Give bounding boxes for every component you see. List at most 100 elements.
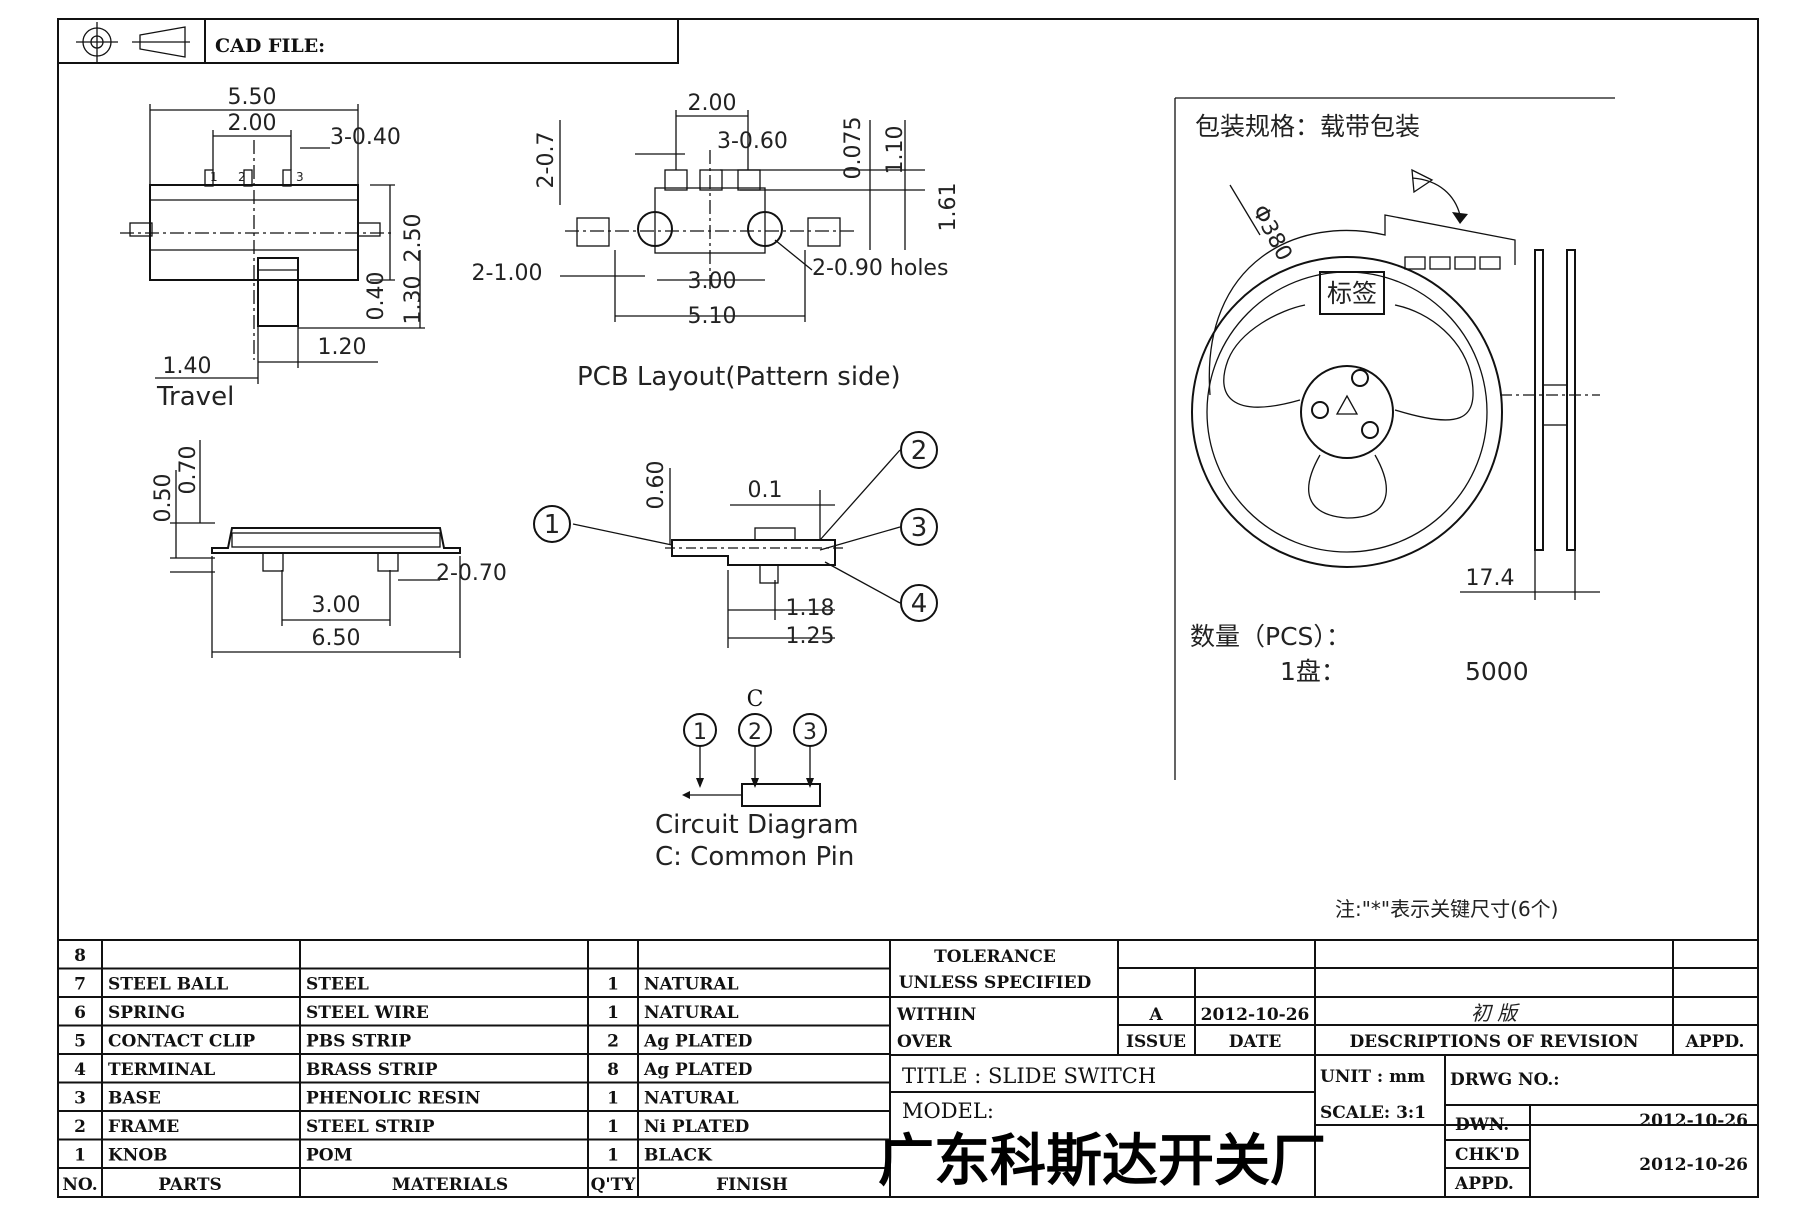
model-label: MODEL:	[902, 1099, 994, 1123]
dim-5-50: 5.50	[228, 85, 277, 110]
section-dim-0-1: 0.1	[748, 478, 783, 503]
packaging-title: 包装规格：载带包装	[1195, 112, 1420, 141]
bom-cell-material: PBS STRIP	[306, 1032, 411, 1052]
revision-issue: A	[1148, 1005, 1163, 1025]
date-label: DATE	[1229, 1032, 1282, 1052]
pcb-dim-1-61: 1.61	[936, 183, 961, 232]
travel-label: Travel	[156, 382, 234, 412]
bom-cell-material: PHENOLIC RESIN	[306, 1089, 480, 1109]
approved-label: APPD.	[1454, 1174, 1514, 1194]
dim-2-50: 2.50	[401, 214, 426, 263]
callout-3: 3	[911, 513, 928, 543]
checked-label: CHK'D	[1455, 1145, 1520, 1165]
bom-cell-qty: 1	[607, 1117, 619, 1137]
drawn-label: DWN.	[1455, 1115, 1509, 1135]
per-reel-label: 1盘：	[1280, 657, 1346, 686]
bom-cell-material: STEEL WIRE	[306, 1003, 429, 1023]
pcb-dim-3-00: 3.00	[688, 269, 737, 294]
scale-label: SCALE: 3:1	[1320, 1103, 1426, 1123]
common-pin-label: C	[747, 687, 764, 712]
bom-cell-finish: Ag PLATED	[643, 1032, 753, 1052]
bom-cell-finish: NATURAL	[644, 1089, 739, 1109]
callout-3-circle	[900, 508, 938, 546]
dim-1-40: 1.40	[163, 354, 212, 379]
section-dim-1-18: 1.18	[786, 596, 835, 621]
dim-2-00: 2.00	[228, 111, 277, 136]
bom-cell-finish: NATURAL	[644, 975, 739, 995]
bom-header-materials: MATERIALS	[392, 1175, 508, 1195]
reel-width: 17.4	[1466, 566, 1515, 591]
over-label: OVER	[897, 1032, 953, 1052]
dim-1-20: 1.20	[318, 335, 367, 360]
circuit-caption: Circuit Diagram	[655, 810, 859, 840]
bom-header-no: NO.	[62, 1175, 97, 1195]
drawing-title: TITLE : SLIDE SWITCH	[902, 1064, 1156, 1088]
projection-symbol-icon	[76, 22, 190, 62]
revision-description: 初 版	[1471, 1001, 1520, 1025]
title-block: TOLERANCE UNLESS SPECIFIED WITHIN OVER A…	[878, 940, 1758, 1197]
callout-1-circle	[533, 505, 571, 543]
bom-cell-material: POM	[306, 1146, 353, 1166]
bom-cell-no: 6	[74, 1003, 86, 1023]
pcb-layout-caption: PCB Layout(Pattern side)	[577, 362, 901, 392]
bom-cell-finish: Ni PLATED	[644, 1117, 750, 1137]
bom-cell-no: 4	[74, 1060, 86, 1080]
bom-cell-finish: NATURAL	[644, 1003, 739, 1023]
callout-4: 4	[911, 589, 928, 619]
bom-cell-qty: 1	[607, 1003, 619, 1023]
per-reel-value: 5000	[1465, 657, 1529, 686]
tolerance-label: TOLERANCE	[934, 947, 1056, 967]
bom-cell-qty: 1	[607, 1146, 619, 1166]
bom-cell-finish: BLACK	[644, 1146, 713, 1166]
dim-3-0-40: 3-0.40	[330, 125, 401, 150]
callout-4-circle	[900, 584, 938, 622]
drawn-date: 2012-10-26	[1639, 1111, 1748, 1131]
checked-date: 2012-10-26	[1639, 1155, 1748, 1175]
reel-diameter: Φ380	[1247, 201, 1297, 265]
pin-1-label: 1	[210, 170, 218, 184]
bom-cell-no: 1	[74, 1146, 86, 1166]
bom-cell-part: FRAME	[108, 1117, 179, 1137]
revision-date: 2012-10-26	[1201, 1005, 1310, 1025]
section-dim-0-60: 0.60	[644, 461, 669, 510]
bom-cell-qty: 1	[607, 1089, 619, 1109]
packaging-panel: 包装规格：载带包装 标签 Φ380 17.4 数量（PCS）： 1盘： 5000	[1174, 97, 1615, 780]
bom-cell-part: SPRING	[108, 1003, 185, 1023]
pcb-dim-2-0-7: 2-0.7	[534, 132, 559, 189]
pin-2-label: 2	[238, 170, 246, 184]
bom-cell-no: 8	[74, 946, 86, 966]
bom-cell-material: BRASS STRIP	[306, 1060, 438, 1080]
callout-2-circle	[900, 431, 938, 469]
bom-cell-no: 3	[74, 1089, 86, 1109]
company-name: 广东科斯达开关厂	[878, 1129, 1326, 1194]
circuit-pin-1: 1	[693, 720, 707, 745]
descriptions-of-revision-label: DESCRIPTIONS OF REVISION	[1349, 1032, 1638, 1052]
bom-cell-part: KNOB	[108, 1146, 168, 1166]
pcb-dim-2-00: 2.00	[688, 91, 737, 116]
bom-cell-no: 7	[74, 975, 86, 995]
bom-cell-part: CONTACT CLIP	[108, 1032, 255, 1052]
side-dim-0-70: 0.70	[176, 446, 201, 495]
bom-cell-qty: 8	[607, 1060, 619, 1080]
side-dim-0-50: 0.50	[151, 474, 176, 523]
pcb-dim-2-1-00: 2-1.00	[472, 261, 543, 286]
bom-cell-no: 2	[74, 1117, 86, 1137]
circuit-pin-2: 2	[748, 720, 762, 745]
cad-file-label: CAD FILE:	[215, 35, 325, 57]
appd-label: APPD.	[1685, 1032, 1745, 1052]
bom-cell-material: STEEL STRIP	[306, 1117, 435, 1137]
bom-header-qty: Q'TY	[591, 1175, 637, 1195]
pcb-layout-view: 2.00 3-0.60 2-0.7 0.075 1.10 1.61 2-1.00…	[472, 91, 961, 392]
pcb-dim-5-10: 5.10	[688, 304, 737, 329]
section-view: 1 2 3 4 0.60 0.1 1.18 1.25	[533, 431, 938, 649]
bom-header-finish: FINISH	[716, 1175, 788, 1195]
top-view: 5.50 2.00 3-0.40 2.50 0.40 1.30 1.20 1.4…	[120, 85, 426, 412]
side-view: 0.50 0.70 2-0.70 3.00 6.50	[151, 440, 507, 658]
reel-label: 标签	[1327, 279, 1377, 308]
pin-3-label: 3	[296, 170, 304, 184]
unit-label: UNIT : mm	[1320, 1067, 1425, 1087]
within-label: WITHIN	[896, 1005, 976, 1025]
section-dim-1-25: 1.25	[786, 624, 835, 649]
dim-1-30: 1.30	[401, 276, 426, 325]
